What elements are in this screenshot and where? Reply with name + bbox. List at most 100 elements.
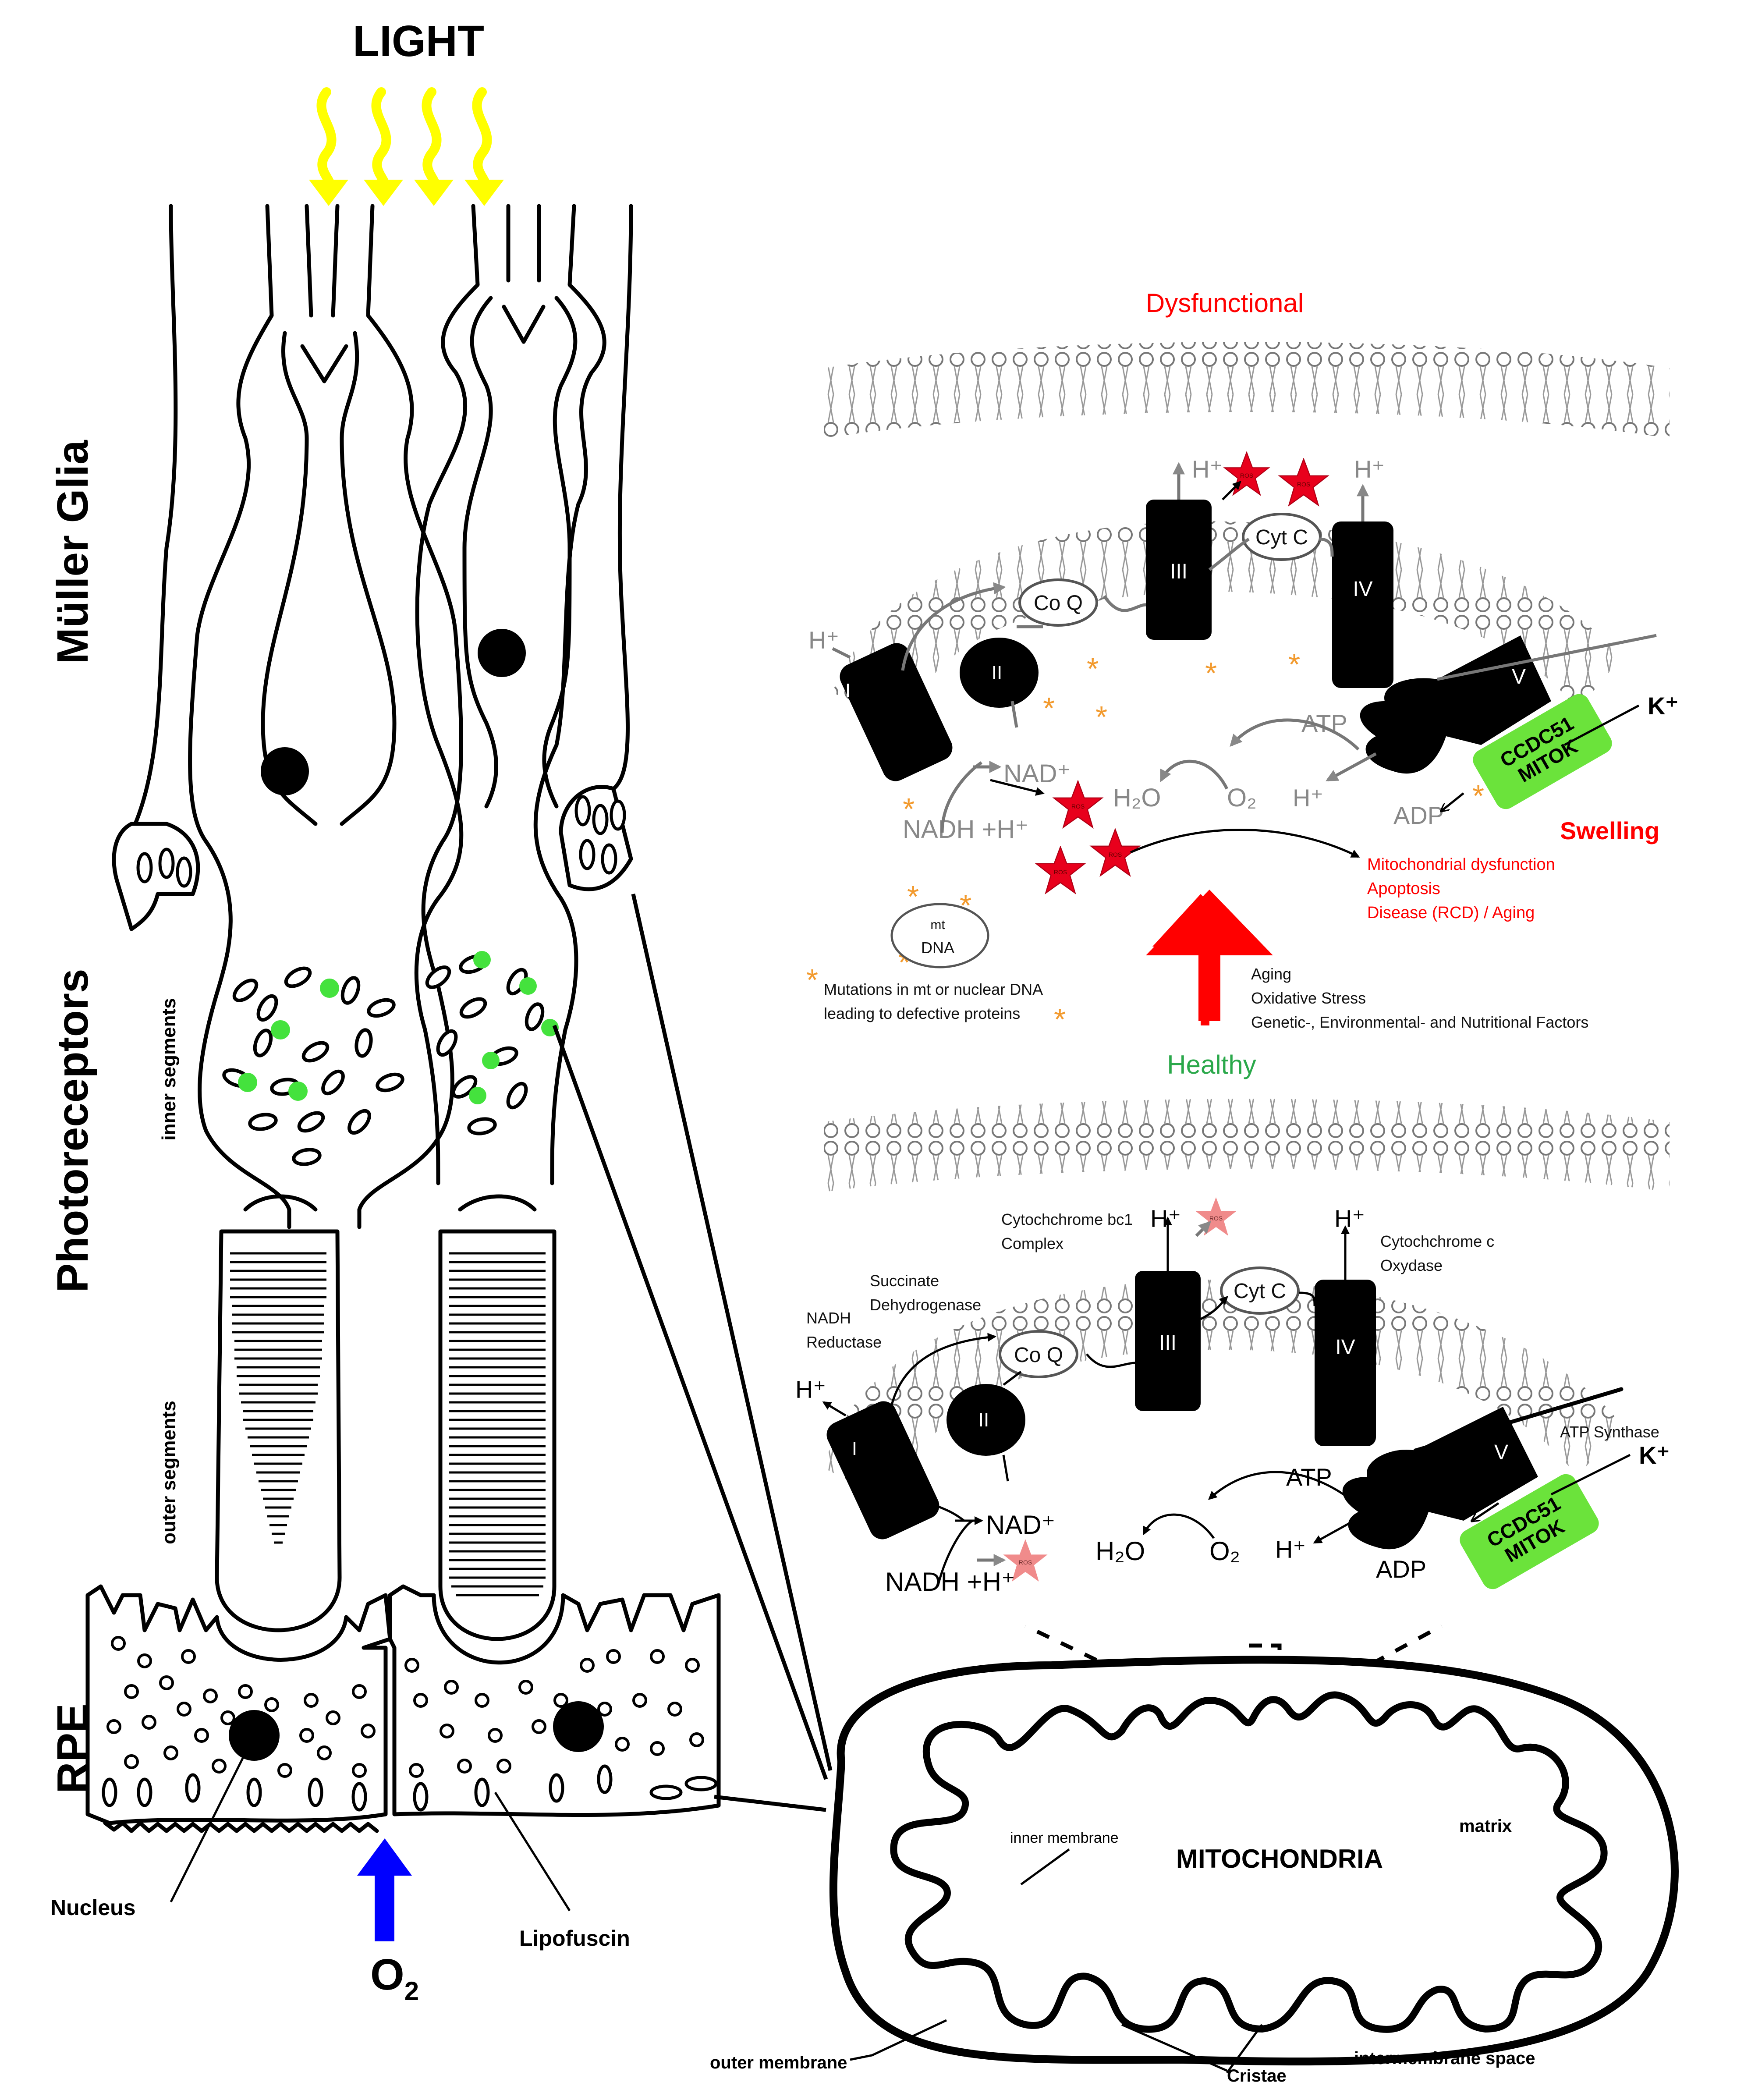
dysfunctional-title: Dysfunctional — [1146, 288, 1304, 318]
outer-segments-label: outer segments — [158, 1401, 180, 1544]
svg-text:ROS: ROS — [1209, 1215, 1223, 1222]
photoreceptor-left — [188, 204, 463, 1229]
complex-v — [1342, 1407, 1538, 1550]
svg-text:ROS: ROS — [1297, 481, 1310, 488]
muller-glia-label: Müller Glia — [48, 440, 97, 664]
svg-text:ROS: ROS — [1240, 472, 1253, 479]
svg-text:Apoptosis: Apoptosis — [1367, 880, 1440, 898]
svg-text:Oxydase: Oxydase — [1380, 1256, 1443, 1274]
svg-text:NADH +H⁺: NADH +H⁺ — [885, 1567, 1015, 1596]
svg-text:H⁺: H⁺ — [1334, 1205, 1365, 1232]
svg-text:Mutations in mt or nuclear DNA: Mutations in mt or nuclear DNA — [824, 980, 1043, 998]
mutation-asterisks: *** *** *** *** * — [806, 647, 1484, 1036]
svg-text:IV: IV — [1353, 578, 1372, 601]
light-rays — [316, 87, 492, 198]
inner-segments-label: inner segments — [158, 998, 180, 1140]
coq-ellipse — [999, 1330, 1078, 1378]
cytc-ellipse — [1242, 513, 1322, 561]
svg-text:NAD⁺: NAD⁺ — [986, 1510, 1055, 1540]
svg-text:Cyt C: Cyt C — [1255, 526, 1308, 549]
svg-text:O₂: O₂ — [1227, 784, 1257, 812]
ros-star-labels: ROS ROS — [1019, 1215, 1223, 1566]
inner-bilayer — [833, 521, 1621, 727]
photoreceptor-nucleus — [478, 629, 526, 677]
inner-membrane-label: inner membrane — [1010, 1830, 1119, 1846]
svg-text:V: V — [1512, 665, 1526, 688]
muller-glia-right-outline — [608, 204, 633, 861]
svg-text:H⁺: H⁺ — [1275, 1536, 1306, 1563]
photoreceptor-right — [414, 204, 606, 1185]
svg-text:ROS: ROS — [1054, 869, 1067, 876]
factor-genetic: Genetic-, Environmental- and Nutritional… — [1251, 1013, 1588, 1031]
svg-text:ATP Synthase: ATP Synthase — [1560, 1423, 1659, 1441]
svg-text:V: V — [1494, 1441, 1508, 1464]
factor-oxidative: Oxidative Stress — [1251, 989, 1366, 1007]
svg-text:*: * — [1043, 691, 1055, 725]
disc-stack-left — [230, 1252, 326, 1544]
svg-text:Reductase: Reductase — [806, 1333, 882, 1351]
svg-text:ROS: ROS — [1109, 851, 1122, 858]
svg-text:Co Q: Co Q — [1034, 592, 1083, 615]
light-ray — [371, 87, 391, 198]
complex-v — [1360, 635, 1551, 774]
ros-star-labels: ROS ROS ROS ROS ROS — [1054, 472, 1310, 876]
mitochondrion: MITOCHONDRIA matrix inner membrane outer… — [710, 1656, 1679, 2086]
factors-arrow-shape — [1146, 890, 1273, 1021]
kplus-label: K⁺ — [1648, 692, 1678, 720]
svg-text:Succinate: Succinate — [870, 1272, 939, 1290]
svg-text:Mitochondrial dysfunction: Mitochondrial dysfunction — [1367, 855, 1555, 874]
intermembrane-space-label: intermembrane space — [1354, 2049, 1535, 2068]
light-ray — [472, 87, 492, 198]
outer-bilayer — [824, 1099, 1670, 1192]
svg-text:mt: mt — [930, 918, 945, 932]
svg-text:ADP: ADP — [1393, 802, 1444, 829]
complex-iii — [1146, 500, 1212, 640]
ccdc51-mitok-box — [1460, 1474, 1599, 1589]
endfoot-mitochondria — [136, 795, 626, 888]
svg-text:H₂O: H₂O — [1113, 784, 1161, 812]
inner-segment-mitochondria — [222, 954, 545, 1166]
cristae-label: Cristae — [1227, 2066, 1287, 2086]
nucleus-label: Nucleus — [50, 1895, 136, 1920]
svg-text:Co Q: Co Q — [1014, 1344, 1063, 1367]
mtdna-circle — [890, 903, 989, 968]
matrix-label: matrix — [1459, 1816, 1512, 1836]
mito-inner-membrane — [890, 1691, 1608, 2033]
svg-text:*: * — [1288, 647, 1300, 681]
o2-label: O2 — [370, 1950, 419, 2006]
svg-text:*: * — [1087, 652, 1099, 686]
green-mitochondria — [238, 951, 559, 1104]
complex-iv — [1332, 521, 1393, 688]
svg-text:ADP: ADP — [1376, 1555, 1426, 1583]
svg-text:leading to defective proteins: leading to defective proteins — [824, 1004, 1020, 1022]
svg-text:Complex: Complex — [1001, 1234, 1063, 1252]
healthy-panel: Healthy III IV I II V CCDC51 MITOK K⁺ Co… — [795, 1050, 1670, 1596]
complex-ii — [960, 638, 1039, 708]
svg-text:*: * — [1095, 700, 1107, 734]
svg-text:II: II — [978, 1409, 989, 1431]
svg-text:ROS: ROS — [1019, 1559, 1032, 1566]
retina-panel: LIGHT — [48, 17, 721, 2006]
svg-text:*: * — [806, 963, 818, 997]
complex-iii — [1135, 1271, 1201, 1411]
svg-text:NAD⁺: NAD⁺ — [1003, 759, 1071, 788]
rpe-granules — [106, 1636, 704, 1778]
svg-text:H⁺: H⁺ — [1150, 1205, 1181, 1232]
svg-text:I: I — [845, 680, 851, 701]
complex-i — [826, 1401, 939, 1540]
photoreceptors-label: Photoreceptors — [48, 968, 97, 1292]
svg-text:*: * — [903, 792, 915, 826]
light-ray — [422, 87, 442, 198]
muller-endfoot-left — [112, 822, 200, 931]
mitochondria-title: MITOCHONDRIA — [1176, 1844, 1383, 1873]
svg-text:II: II — [992, 662, 1002, 684]
svg-text:Cytochchrome bc1: Cytochchrome bc1 — [1001, 1210, 1133, 1228]
swelling-label: Swelling — [1560, 817, 1659, 844]
svg-text:NADH: NADH — [806, 1309, 851, 1327]
svg-text:H₂O: H₂O — [1095, 1536, 1145, 1566]
mito-outer-membrane — [829, 1656, 1679, 2066]
rpe-cell-left — [85, 1584, 392, 1825]
cytc-ellipse — [1220, 1266, 1300, 1315]
photoreceptor-nucleus — [261, 747, 309, 795]
